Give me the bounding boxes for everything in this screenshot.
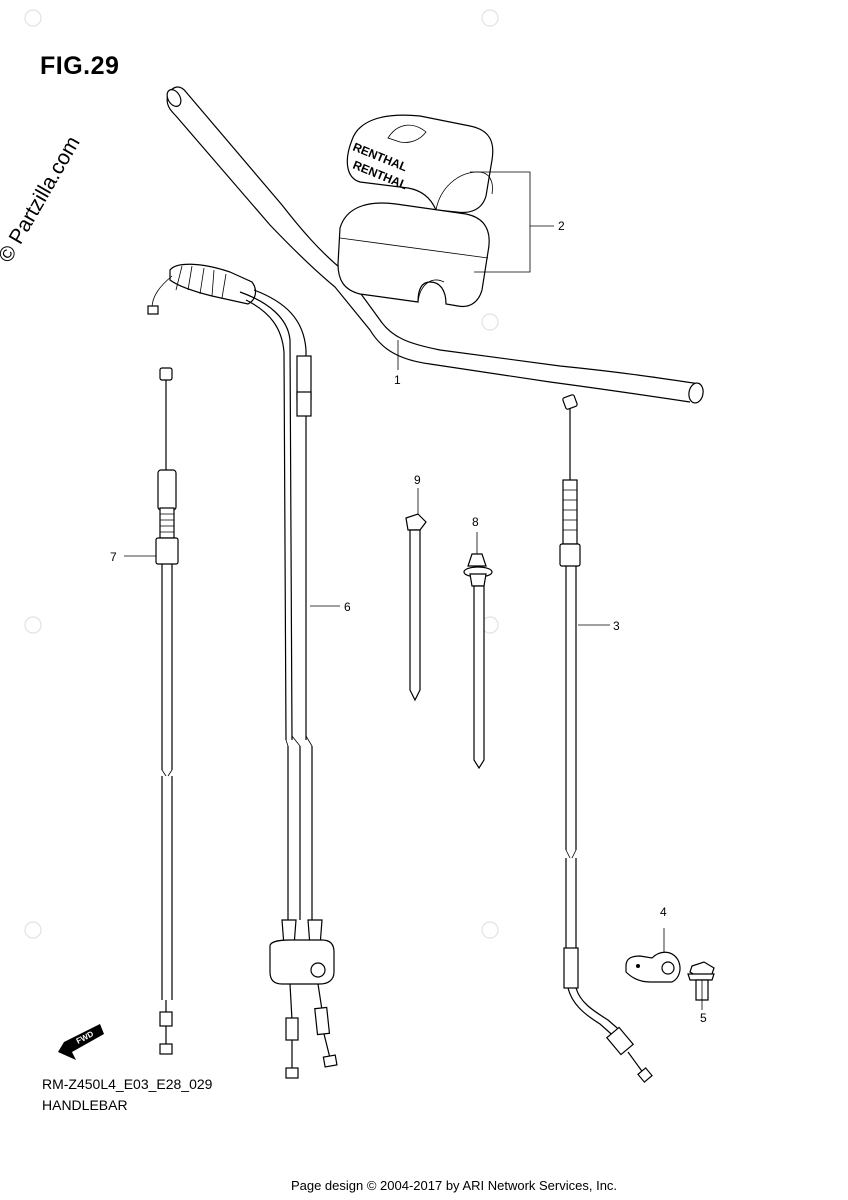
- callout-3: 3: [613, 619, 620, 633]
- model-code: RM-Z450L4_E03_E28_029: [42, 1076, 213, 1092]
- callout-4: 4: [660, 905, 667, 919]
- callout-8: 8: [472, 515, 479, 529]
- footer-text: Page design © 2004-2017 by ARI Network S…: [290, 1178, 618, 1193]
- callout-2-leader: [470, 171, 554, 273]
- handlebar-pad-part-2: RENTHAL RENTHAL: [337, 114, 494, 308]
- handlebar-part-1: [166, 86, 704, 404]
- cable-tie-part-9: [405, 488, 427, 702]
- callout-1: 1: [394, 373, 401, 387]
- callout-9: 9: [414, 473, 421, 487]
- callout-labels: 1 2 3 4 5 6 7 8 9: [110, 219, 707, 1025]
- callout-5: 5: [700, 1011, 707, 1025]
- footer-copyright: Page design © 2004-2017 by ARI Network S…: [0, 1178, 848, 1193]
- clutch-cable-part-3: [559, 394, 653, 1083]
- callout-6: 6: [344, 600, 351, 614]
- callout-2: 2: [558, 219, 565, 233]
- bolt-part-5: [687, 961, 715, 1010]
- cable-part-7: [155, 367, 179, 1055]
- throttle-cable-part-6: [147, 263, 338, 1079]
- cable-tie-part-8: [463, 532, 493, 770]
- clamp-part-4: [625, 928, 681, 983]
- section-name: HANDLEBAR: [42, 1097, 128, 1113]
- fwd-arrow-icon: FWD: [58, 1024, 104, 1060]
- figure-title: FIG.29: [40, 52, 120, 80]
- callout-7: 7: [110, 550, 117, 564]
